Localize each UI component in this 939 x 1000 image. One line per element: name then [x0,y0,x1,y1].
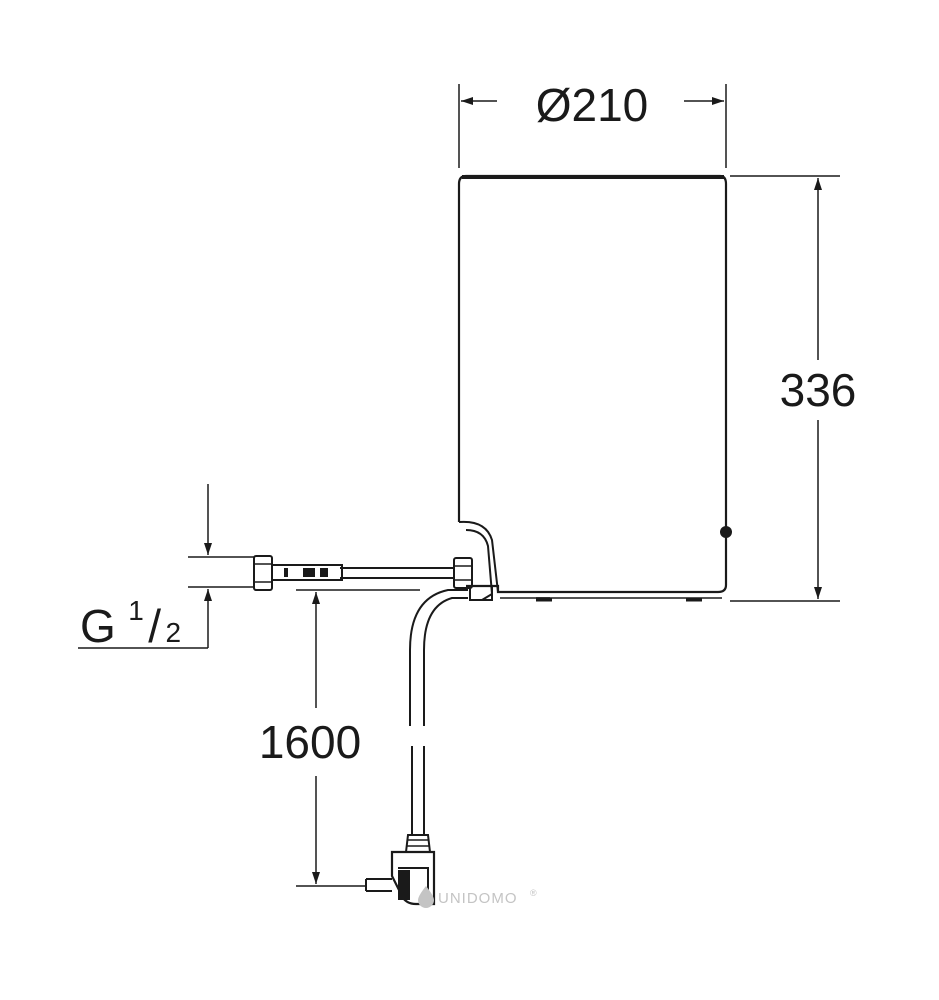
power-cable [404,589,468,853]
cable-length-dimension: 1600 [259,589,420,887]
watermark: UNIDOMO ® [418,886,538,908]
thread-slash: / [148,600,161,652]
thread-label: G 1 / 2 [80,595,181,652]
thread-denominator: 2 [166,617,182,648]
cable-length-label: 1600 [259,716,361,768]
watermark-mark: ® [530,888,538,898]
water-hose [253,555,473,591]
connection-bracket [458,520,499,601]
thread-numerator: 1 [128,595,144,626]
indicator-knob [720,526,732,538]
height-dimension: 336 [730,175,857,602]
boiler-body [457,174,732,602]
diameter-dimension: Ø210 [458,79,727,168]
watermark-text: UNIDOMO [438,890,518,907]
thread-letter: G [80,600,116,652]
diameter-label: Ø210 [536,79,649,131]
water-drop-icon [418,886,434,908]
thread-dimension: G 1 / 2 [78,484,254,652]
height-label: 336 [780,364,857,416]
